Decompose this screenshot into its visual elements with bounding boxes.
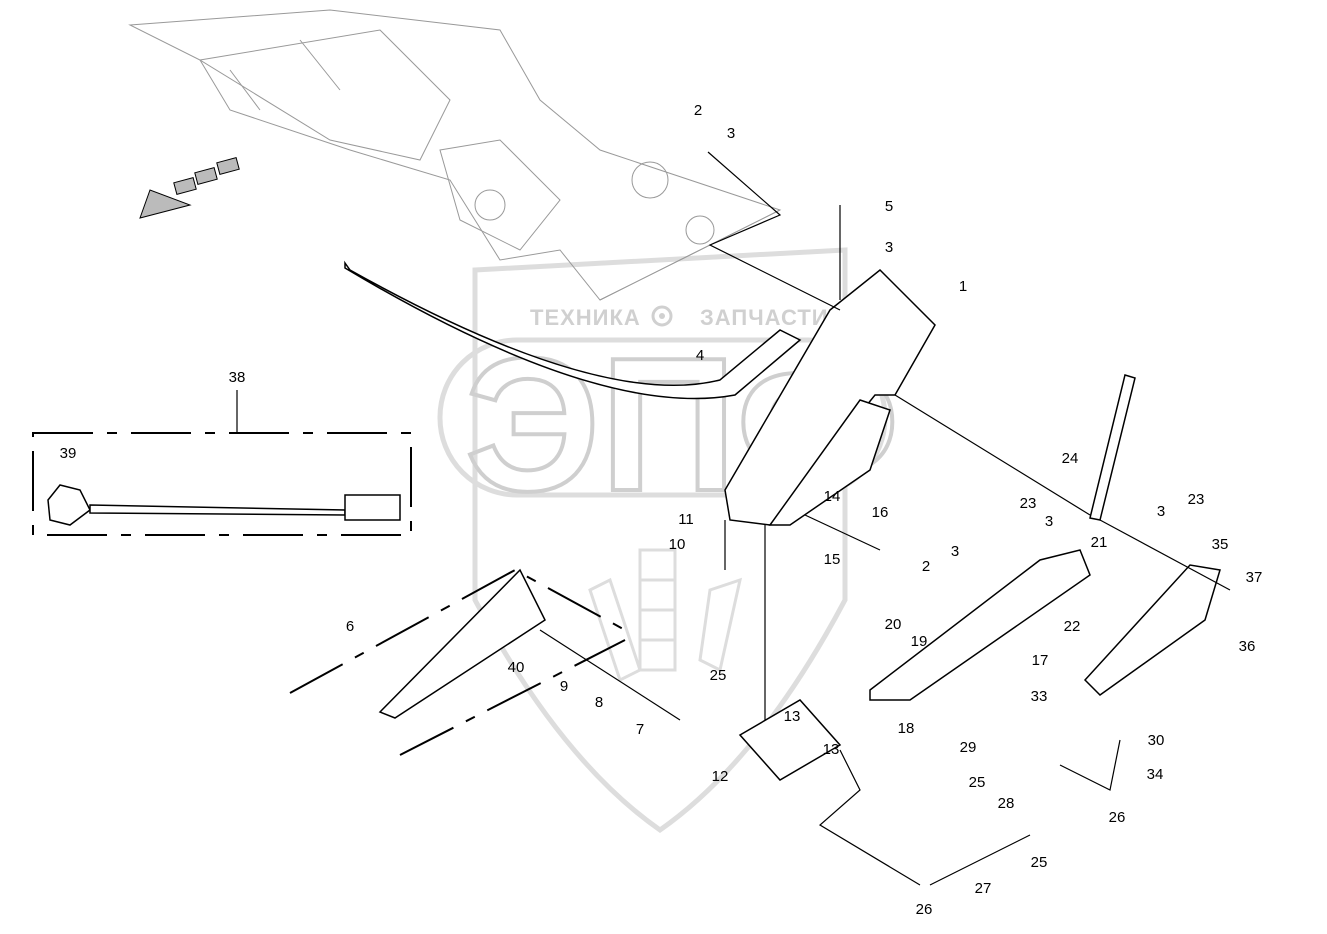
callout-26[interactable]: 26 xyxy=(916,901,933,918)
callout-28[interactable]: 28 xyxy=(998,795,1015,812)
callout-39[interactable]: 39 xyxy=(60,445,77,462)
leader-lines xyxy=(236,151,1231,886)
callout-4[interactable]: 4 xyxy=(696,347,704,364)
callout-6[interactable]: 6 xyxy=(346,618,354,635)
gear-icon xyxy=(651,305,673,327)
callout-11[interactable]: 11 xyxy=(678,511,694,528)
callout-35[interactable]: 35 xyxy=(1212,536,1229,553)
callout-37[interactable]: 37 xyxy=(1246,569,1263,586)
callout-9[interactable]: 9 xyxy=(560,678,568,695)
callout-18[interactable]: 18 xyxy=(898,720,915,737)
callout-14[interactable]: 14 xyxy=(824,488,841,505)
part-35-shield[interactable] xyxy=(1083,564,1221,696)
callout-12[interactable]: 12 xyxy=(712,768,729,785)
callout-22[interactable]: 22 xyxy=(1064,618,1081,635)
watermark-brand-right: ЗАПЧАСТИ xyxy=(700,305,829,330)
callout-40[interactable]: 40 xyxy=(508,659,525,676)
callout-15[interactable]: 15 xyxy=(824,551,841,568)
callout-3[interactable]: 3 xyxy=(951,543,959,560)
part-1-bracket[interactable] xyxy=(724,268,936,526)
callout-8[interactable]: 8 xyxy=(595,694,603,711)
combine-frame xyxy=(128,9,782,301)
callout-23[interactable]: 23 xyxy=(1020,495,1037,512)
callout-24[interactable]: 24 xyxy=(1062,450,1079,467)
watermark-brand-left: ТЕХНИКА xyxy=(530,305,641,330)
callout-5[interactable]: 5 xyxy=(885,198,893,215)
callout-25[interactable]: 25 xyxy=(710,667,727,684)
callout-7[interactable]: 7 xyxy=(636,721,644,738)
part-17-arm[interactable] xyxy=(869,549,1091,701)
part-27-rod[interactable] xyxy=(929,834,1031,886)
callout-13[interactable]: 13 xyxy=(784,708,801,725)
callout-34[interactable]: 34 xyxy=(1147,766,1164,783)
callout-21[interactable]: 21 xyxy=(1091,534,1108,551)
part-24-link[interactable] xyxy=(1089,374,1136,521)
callout-3[interactable]: 3 xyxy=(727,125,735,142)
callout-26[interactable]: 26 xyxy=(1109,809,1126,826)
part-38-kit-frame xyxy=(32,432,412,536)
callout-38[interactable]: 38 xyxy=(229,369,246,386)
callout-3[interactable]: 3 xyxy=(1045,513,1053,530)
callout-23[interactable]: 23 xyxy=(1188,491,1205,508)
callout-1[interactable]: 1 xyxy=(959,278,967,295)
callout-29[interactable]: 29 xyxy=(960,739,977,756)
callout-36[interactable]: 36 xyxy=(1239,638,1256,655)
callout-13[interactable]: 13 xyxy=(823,741,840,758)
callout-3[interactable]: 3 xyxy=(1157,503,1165,520)
callout-25[interactable]: 25 xyxy=(1031,854,1048,871)
part-12-plate[interactable] xyxy=(738,699,842,781)
callout-2[interactable]: 2 xyxy=(922,558,930,575)
travel-direction-arrow-icon xyxy=(139,157,240,219)
callout-2[interactable]: 2 xyxy=(694,102,702,119)
callout-27[interactable]: 27 xyxy=(975,880,992,897)
callout-10[interactable]: 10 xyxy=(669,536,686,553)
cable xyxy=(89,504,346,516)
callout-33[interactable]: 33 xyxy=(1031,688,1048,705)
cable-connector[interactable] xyxy=(344,494,401,521)
callout-19[interactable]: 19 xyxy=(911,633,928,650)
callout-17[interactable]: 17 xyxy=(1032,652,1049,669)
callout-16[interactable]: 16 xyxy=(872,504,889,521)
callout-20[interactable]: 20 xyxy=(885,616,902,633)
part-39-sensor[interactable] xyxy=(47,484,91,526)
callout-25[interactable]: 25 xyxy=(969,774,986,791)
part-6-frame xyxy=(289,568,626,756)
part-4-guide-rail[interactable] xyxy=(344,260,802,400)
callout-3[interactable]: 3 xyxy=(885,239,893,256)
part-6-divider-point[interactable] xyxy=(378,568,546,719)
callout-30[interactable]: 30 xyxy=(1148,732,1165,749)
